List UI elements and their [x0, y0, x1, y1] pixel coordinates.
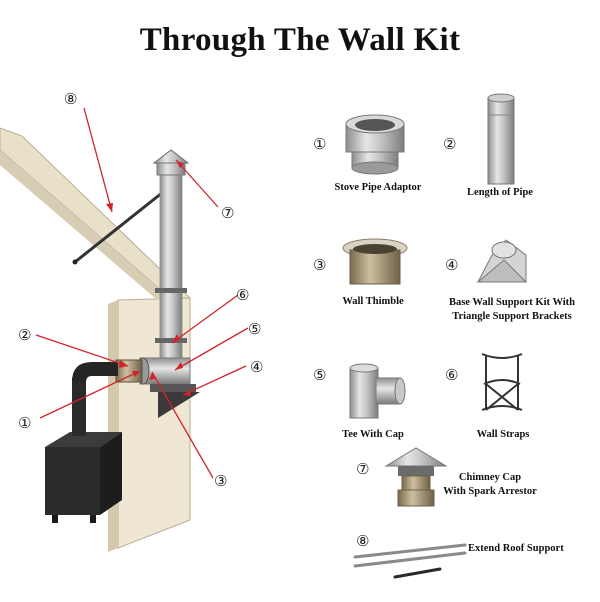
- stove-body: [45, 447, 100, 515]
- diagram-marker-4: ④: [250, 358, 263, 376]
- part-marker-8: ⑧: [356, 532, 369, 550]
- roof-underside: [0, 150, 170, 298]
- wall-straps-image: [481, 353, 523, 411]
- callout-lines: [35, 107, 249, 479]
- base-wall-support-image: [476, 239, 528, 283]
- part-label-base-wall-support-line2: Triangle Support Brackets: [452, 311, 572, 322]
- stove-top: [45, 432, 122, 447]
- extend-roof-support-image: [353, 543, 467, 579]
- diagram-marker-6: ⑥: [236, 286, 249, 304]
- part-marker-6: ⑥: [445, 366, 458, 384]
- wall-thimble-image: [342, 238, 408, 285]
- wall-strap-lower: [155, 338, 187, 343]
- part-marker-2: ②: [443, 135, 456, 153]
- part-label-wall-straps: Wall Straps: [476, 429, 530, 440]
- stove-pipe-elbow: [72, 362, 118, 382]
- chimney-cap: [152, 149, 190, 164]
- diagram-marker-7: ⑦: [221, 204, 234, 222]
- parts-catalogue: ① ② ③ ④ ⑤ ⑥ ⑦ ⑧: [313, 93, 528, 579]
- part-label-extend-roof-support: Extend Roof Support: [468, 543, 564, 554]
- part-marker-5: ⑤: [313, 366, 326, 384]
- diagram-marker-group: ② ① ③ ④ ⑤ ⑥ ⑦ ⑧: [18, 90, 263, 490]
- tee-with-cap-image: [349, 363, 406, 419]
- diagram-marker-8: ⑧: [64, 90, 77, 108]
- part-label-base-wall-support: Base Wall Support Kit With Triangle Supp…: [426, 296, 598, 324]
- chimney-cap-image: [384, 447, 448, 507]
- part-label-chimney-cap: Chimney Cap With Spark Arrestor: [430, 471, 550, 499]
- part-label-tee-with-cap: Tee With Cap: [342, 429, 404, 440]
- page-title: Through The Wall Kit: [139, 22, 461, 58]
- wall-edge: [108, 300, 118, 552]
- diagram-marker-5: ⑤: [248, 320, 261, 338]
- roof-support-brace: [74, 183, 173, 264]
- part-marker-1: ①: [313, 135, 326, 153]
- wall-strap-upper: [155, 288, 187, 293]
- stove-pipe-vertical: [72, 378, 86, 436]
- part-marker-4: ④: [445, 256, 458, 274]
- installation-scene: ② ① ③ ④ ⑤ ⑥ ⑦ ⑧: [0, 90, 263, 552]
- part-marker-7: ⑦: [356, 460, 369, 478]
- diagram-marker-3: ③: [214, 472, 227, 490]
- part-label-length-of-pipe: Length of Pipe: [467, 187, 533, 198]
- length-of-pipe-image: [487, 93, 515, 185]
- part-label-base-wall-support-line1: Base Wall Support Kit With: [448, 297, 576, 308]
- diagram-marker-2: ②: [18, 326, 31, 344]
- part-marker-3: ③: [313, 256, 326, 274]
- diagram-marker-1: ①: [18, 414, 31, 432]
- part-label-wall-thimble: Wall Thimble: [342, 296, 404, 307]
- base-wall-support: [158, 392, 200, 418]
- part-label-stove-pipe-adaptor: Stove Pipe Adaptor: [334, 182, 422, 193]
- part-label-chimney-cap-line2: With Spark Arrestor: [443, 486, 537, 497]
- stove-pipe-adaptor-image: [345, 114, 405, 175]
- part-label-chimney-cap-line1: Chimney Cap: [458, 472, 522, 483]
